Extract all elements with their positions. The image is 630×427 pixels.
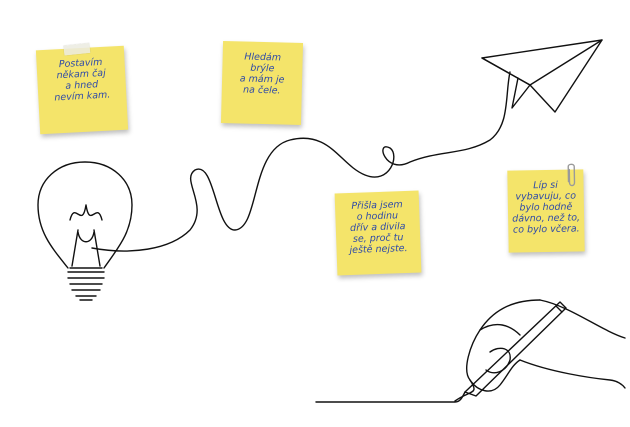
note-4-line-5: co bylo včera. xyxy=(512,223,580,236)
sticky-note-4: Líp si vybavuju, co bylo hodně dávno, ne… xyxy=(507,163,585,253)
connecting-line xyxy=(91,71,511,252)
sticky-note-2: Hledám brýle a mám je na čele. xyxy=(220,40,304,126)
hand-writing-icon xyxy=(315,299,626,403)
sticky-note-3: Přišla jsem o hodinu dřív a divila se, p… xyxy=(334,190,422,276)
note-3-line-5: ještě nejste. xyxy=(349,242,408,257)
paperclip-icon xyxy=(567,163,576,187)
note-2-line-4: na čele. xyxy=(242,84,281,97)
paper-plane-icon xyxy=(481,39,603,113)
lightbulb-icon xyxy=(37,161,133,301)
tape-icon xyxy=(63,42,91,56)
sticky-note-1: Postavím někam čaj a hned nevím kam. xyxy=(35,42,129,135)
note-4-line-2: vybavuju, co xyxy=(515,190,577,203)
